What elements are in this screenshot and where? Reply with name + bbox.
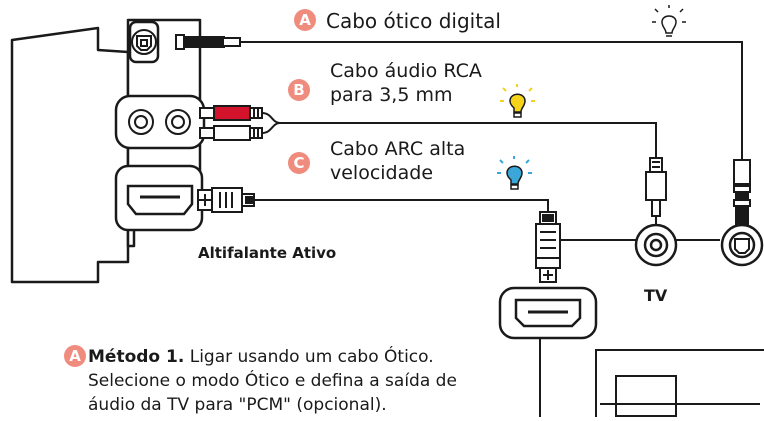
method-line-2: Selecione o modo Ótico e defina a saída … <box>88 371 457 391</box>
lightbulb-icon-yellow <box>500 84 535 118</box>
cable-c-label-line2: velocidade <box>330 162 434 184</box>
optical-port-icon <box>131 29 157 55</box>
panel-middle <box>114 94 206 150</box>
cable-c-label-line1: Cabo ARC alta <box>330 138 466 160</box>
cable-b-label-line1: Cabo áudio RCA <box>330 60 482 82</box>
tv-hdmi-port-icon <box>498 286 598 340</box>
tv-label: TV <box>644 286 668 305</box>
hdmi-port-icon <box>126 184 194 216</box>
rca-cable <box>199 105 667 226</box>
badge-c: C <box>288 152 310 174</box>
rca-port-icon <box>128 109 191 135</box>
method-line-3: áudio da TV para "PCM" (opcional). <box>88 395 387 415</box>
lightbulb-icon-off <box>652 5 686 37</box>
cable-a-label: Cabo ótico digital <box>326 9 501 33</box>
tv-optical-port-icon <box>720 223 764 267</box>
speaker-body <box>10 26 130 284</box>
method-title: Método 1. <box>88 347 185 367</box>
optical-cable <box>175 34 751 233</box>
hdmi-cable <box>197 187 561 283</box>
badge-a: A <box>294 9 316 31</box>
tv-icon <box>539 338 764 417</box>
panel-top <box>128 20 160 64</box>
method-badge: A <box>64 345 86 367</box>
badge-b: B <box>288 79 310 101</box>
method-line-1: Método 1. Ligar usando um cabo Ótico. <box>88 345 748 369</box>
method-text-1: Ligar usando um cabo Ótico. <box>189 347 434 367</box>
speaker-label: Altifalante Ativo <box>198 244 337 262</box>
tv-audio-port-icon <box>634 223 678 267</box>
lightbulb-icon-blue <box>497 156 532 190</box>
method-description: Método 1. Ligar usando um cabo Ótico. Se… <box>88 345 748 417</box>
cable-b-label-line2: para 3,5 mm <box>330 84 453 106</box>
